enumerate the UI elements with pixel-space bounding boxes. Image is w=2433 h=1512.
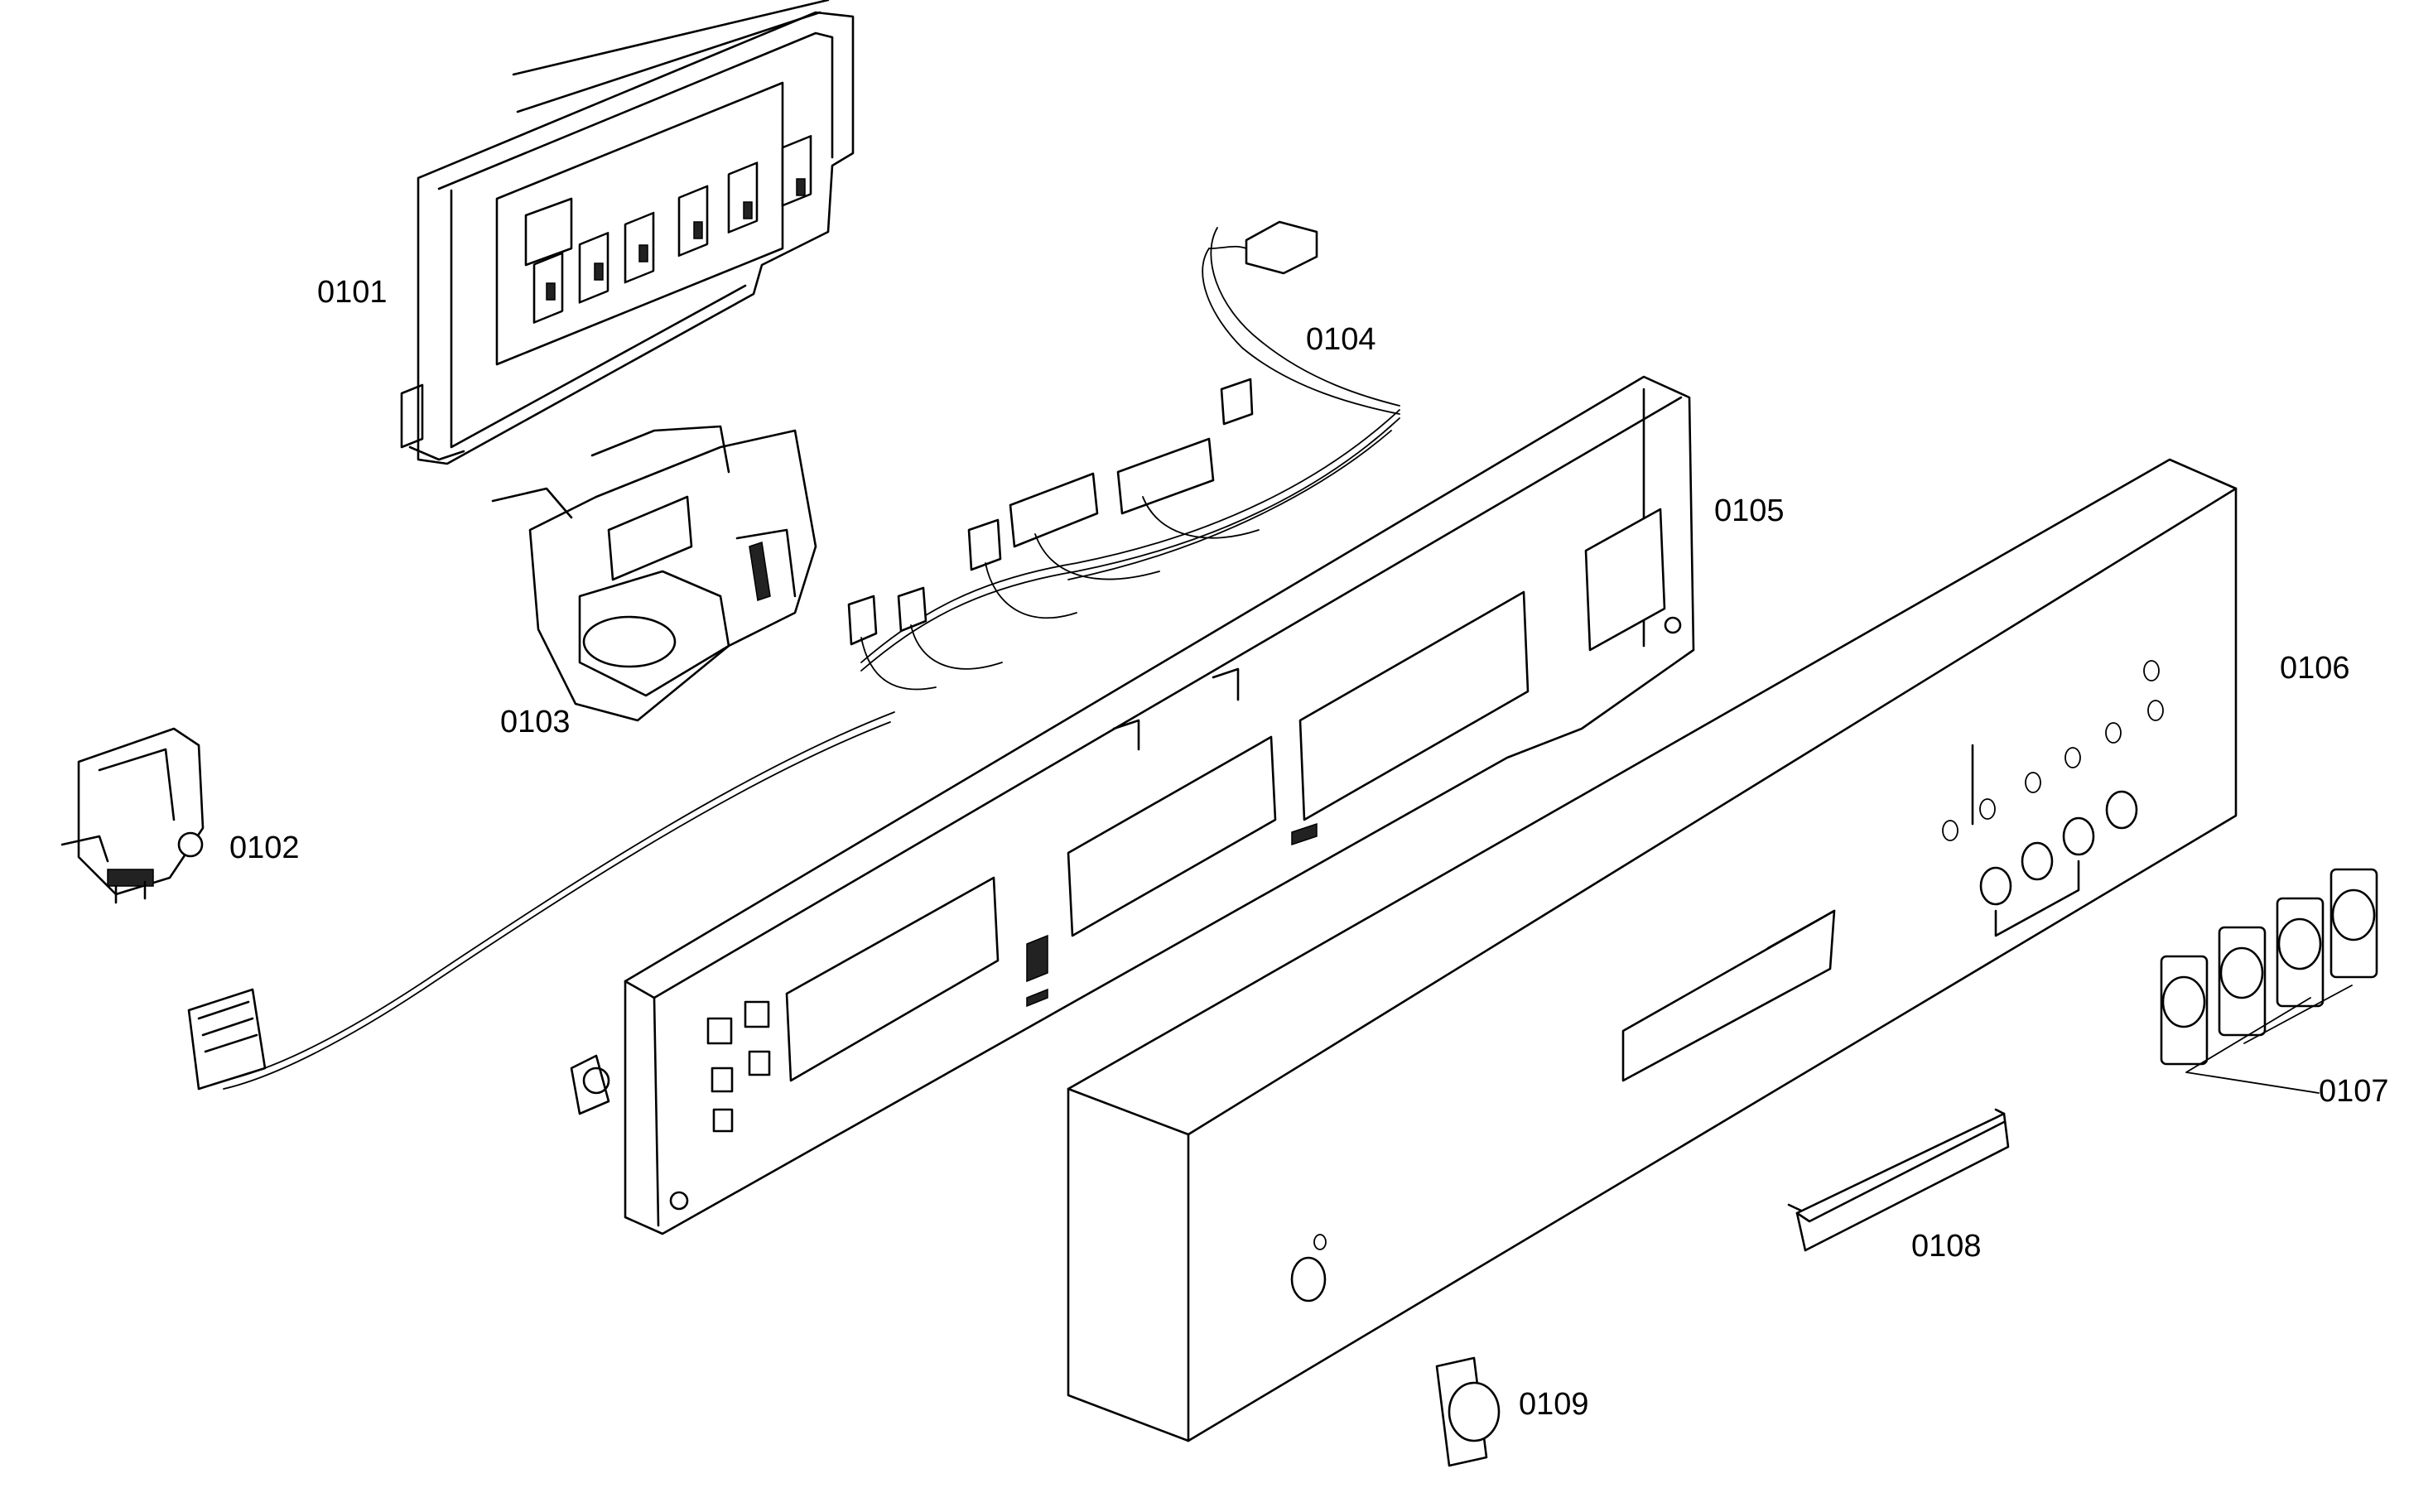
part-0102-door-switch <box>60 727 205 904</box>
part-0103-switch-housing <box>491 425 817 722</box>
part-0107-knobs <box>2160 868 2378 1094</box>
part-0101-control-module <box>400 0 855 465</box>
label-0106: 0106 <box>2280 651 2350 686</box>
label-0103: 0103 <box>500 705 571 739</box>
part-0104-wire-harness <box>187 220 1400 1091</box>
label-0104: 0104 <box>1306 322 1376 357</box>
label-0109: 0109 <box>1519 1387 1589 1422</box>
label-0107: 0107 <box>2319 1074 2389 1109</box>
label-0101: 0101 <box>317 275 388 310</box>
label-0105: 0105 <box>1714 494 1785 528</box>
label-0102: 0102 <box>229 831 300 865</box>
part-0105-panel-frame <box>570 375 1695 1235</box>
part-0108-trim-strip <box>1787 1108 2010 1252</box>
part-0106-facia-panel <box>1067 458 2238 1442</box>
part-0109-power-button <box>1435 1356 1501 1467</box>
label-0108: 0108 <box>1911 1229 1982 1264</box>
